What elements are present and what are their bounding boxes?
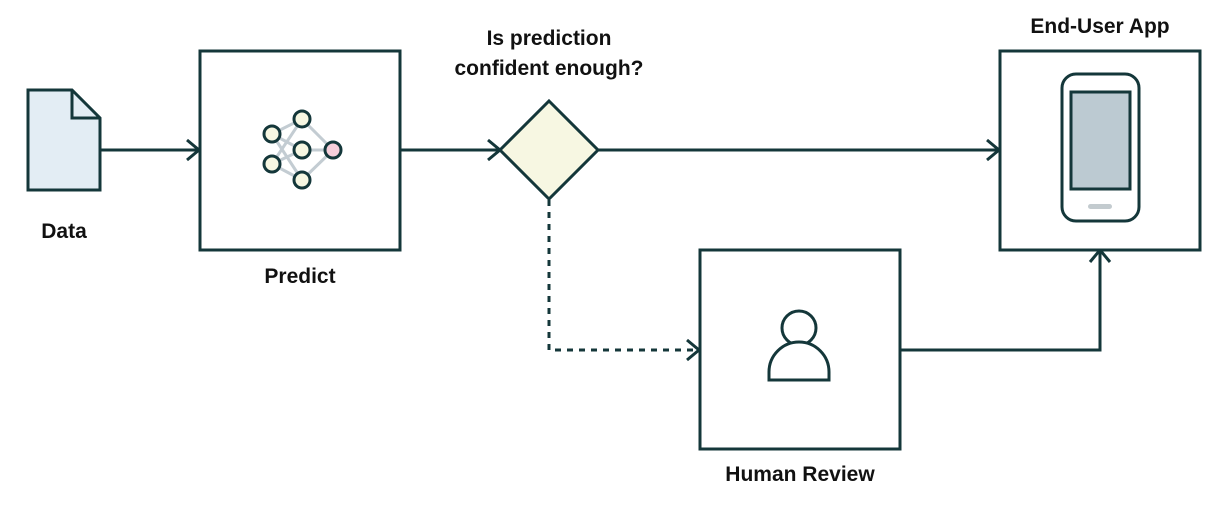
person-icon bbox=[767, 309, 831, 382]
edge-review-to-app bbox=[900, 252, 1102, 352]
decision-label: Is prediction confident enough? bbox=[455, 24, 644, 84]
document-fold bbox=[70, 90, 100, 120]
data-label: Data bbox=[41, 220, 87, 243]
human-review-label: Human Review bbox=[725, 463, 875, 486]
neural-network-icon bbox=[262, 109, 343, 190]
predict-label: Predict bbox=[264, 265, 336, 288]
edge-decision-to-review bbox=[547, 200, 697, 352]
end-user-app-label: End-User App bbox=[1030, 15, 1170, 38]
decision-diamond bbox=[497, 98, 601, 202]
smartphone-icon bbox=[1060, 72, 1141, 223]
document-icon bbox=[26, 88, 102, 192]
decision-label-line2: confident enough? bbox=[454, 57, 644, 80]
decision-label-line1: Is prediction bbox=[486, 27, 612, 50]
